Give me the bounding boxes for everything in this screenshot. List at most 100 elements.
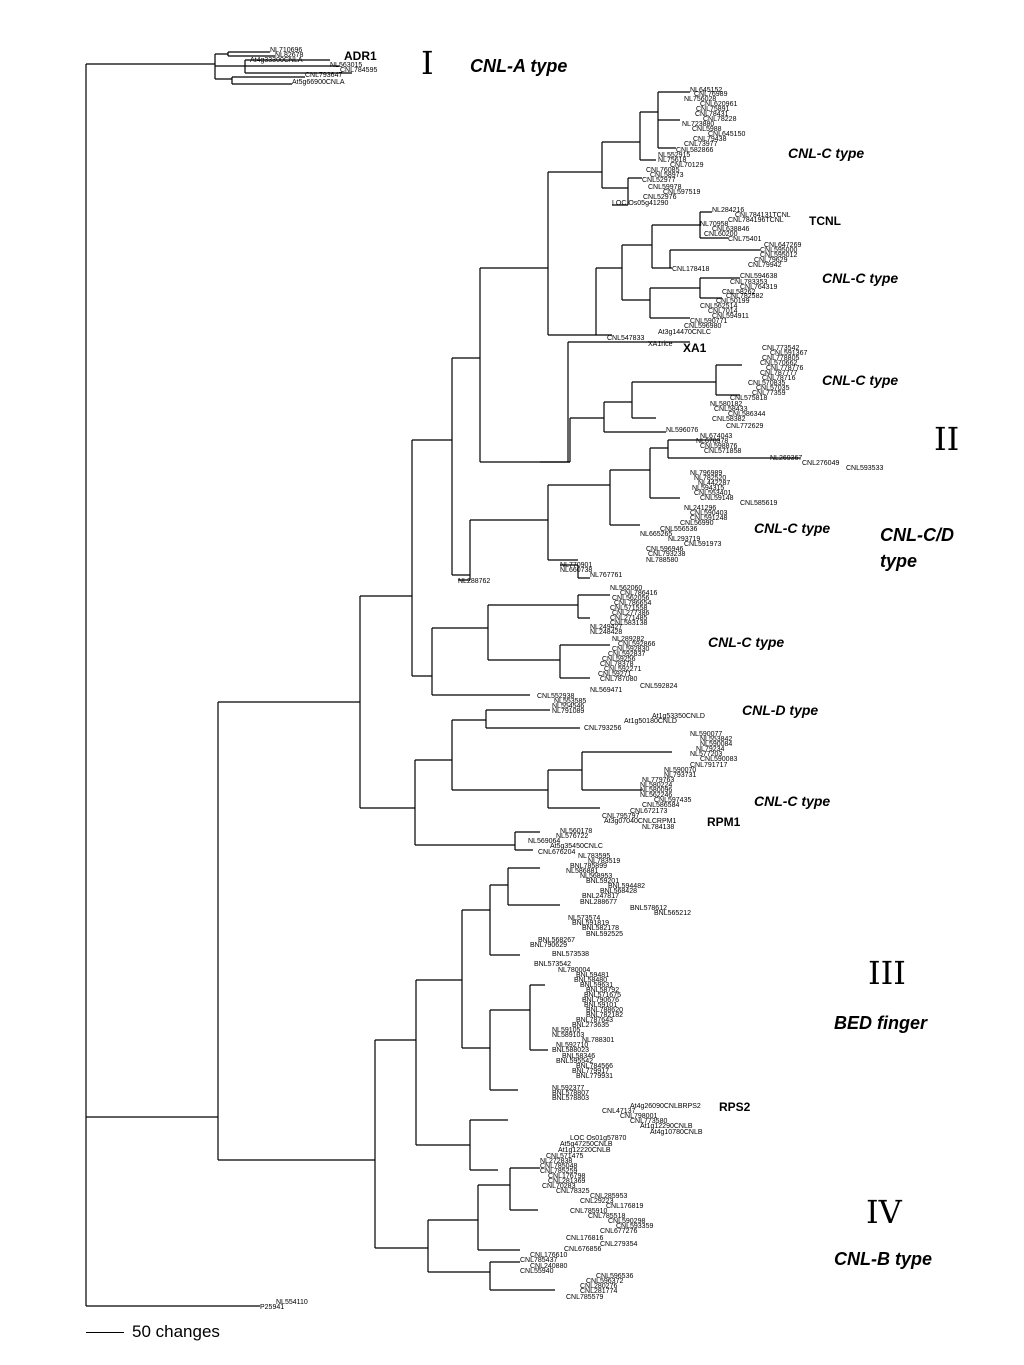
leaf-label: CNL7014 bbox=[708, 308, 738, 315]
leaf-label: NL780004 bbox=[558, 967, 590, 974]
leaf-label: CNL50199 bbox=[716, 298, 750, 305]
leaf-label: CNL73977 bbox=[684, 141, 718, 148]
leaf-label: CNL764319 bbox=[740, 284, 777, 291]
leaf-label: CNL59256 bbox=[602, 656, 636, 663]
leaf-label: CNL553401 bbox=[694, 490, 731, 497]
leaf-label: BNL790629 bbox=[530, 942, 567, 949]
leaf-label: BNL288677 bbox=[580, 899, 617, 906]
tree-branch bbox=[612, 177, 642, 206]
leaf-label: NL70958 bbox=[700, 221, 729, 228]
leaf-label: CNL597435 bbox=[654, 797, 691, 804]
leaf-label: NL269367 bbox=[770, 455, 802, 462]
tree-branch bbox=[489, 1009, 530, 1091]
leaf-label: CNL271485 bbox=[610, 615, 647, 622]
leaf-label: BNL59101 bbox=[584, 1002, 617, 1009]
leaf-label: CNL787777 bbox=[760, 370, 797, 377]
leaf-label: NL554546 bbox=[552, 703, 584, 710]
leaf-label: CNL556536 bbox=[660, 526, 697, 533]
leaf-label: BNL565212 bbox=[654, 910, 691, 917]
leaf-label: CNL571558 bbox=[610, 605, 647, 612]
leaf-label: BNL571675 bbox=[584, 992, 621, 999]
leaf-label: CNL571475 bbox=[546, 1153, 583, 1160]
leaf-label: BNL785899 bbox=[570, 863, 607, 870]
leaf-label: CNL590083 bbox=[700, 756, 737, 763]
leaf-label: NL580182 bbox=[710, 401, 742, 408]
leaf-label: BNL578612 bbox=[630, 905, 667, 912]
leaf-label: CNL583138 bbox=[610, 620, 647, 627]
leaf-label: CNL59978 bbox=[648, 184, 682, 191]
tree-branch bbox=[669, 249, 760, 269]
leaf-label: NL577203 bbox=[690, 751, 722, 758]
leaf-label: BNL594482 bbox=[608, 883, 645, 890]
leaf-label: NL241296 bbox=[684, 505, 716, 512]
tree-branch bbox=[699, 277, 740, 299]
tree-branch bbox=[451, 719, 548, 791]
leaf-label: BNL573538 bbox=[552, 951, 589, 958]
leaf-label: CNL592830 bbox=[612, 646, 649, 653]
leaf-label: CNL575818 bbox=[730, 395, 767, 402]
tree-branch bbox=[603, 401, 666, 433]
leaf-label: NL562246 bbox=[640, 792, 672, 799]
leaf-label: BNL595542 bbox=[556, 1058, 593, 1065]
leaf-label: BNL588023 bbox=[552, 1047, 589, 1054]
leaf-label: CNL593533 bbox=[846, 465, 883, 472]
leaf-label: CNL591367 bbox=[770, 350, 807, 357]
tree-branch bbox=[649, 447, 680, 499]
leaf-label: BNL779917 bbox=[572, 1068, 609, 1075]
leaf-label: CNL593359 bbox=[616, 1223, 653, 1230]
leaf-label: CNL795797 bbox=[602, 813, 639, 820]
leaf-label: NL589103 bbox=[552, 1032, 584, 1039]
leaf-label: CNL582866 bbox=[676, 147, 713, 154]
leaf-label: BNL568428 bbox=[600, 888, 637, 895]
group-numeral-3: III bbox=[868, 954, 906, 992]
leaf-label: CNL76989 bbox=[694, 91, 728, 98]
tree-branch bbox=[469, 1119, 508, 1171]
leaf-label: CNL784196TCNL bbox=[728, 217, 784, 224]
leaf-label: CNL677276 bbox=[600, 1228, 637, 1235]
tree-branch bbox=[601, 141, 640, 189]
leaf-label: CNL176610 bbox=[530, 1252, 567, 1259]
leaf-label: CNL785910 bbox=[570, 1208, 607, 1215]
leaf-label: BNL58346 bbox=[562, 1053, 595, 1060]
tree-branch bbox=[414, 759, 515, 846]
leaf-label: CNL76085 bbox=[646, 167, 680, 174]
leaf-label: CNL79438 bbox=[693, 136, 727, 143]
leaf-label: CNL793256 bbox=[584, 725, 621, 732]
scale-bar-line bbox=[86, 1332, 124, 1334]
leaf-label: CNL59148 bbox=[700, 495, 734, 502]
gene-label-rps2: RPS2 bbox=[719, 1100, 751, 1114]
leaf-label: CNL784595 bbox=[340, 67, 377, 74]
tree-branch bbox=[547, 769, 600, 809]
leaf-label: CNL585619 bbox=[740, 500, 777, 507]
leaf-label: CNL279354 bbox=[600, 1241, 637, 1248]
leaf-label: CNL77359 bbox=[752, 390, 786, 397]
leaf-label: NL289282 bbox=[612, 636, 644, 643]
leaf-label: At1g53350CNLD bbox=[652, 713, 705, 720]
leaf-label: NL568953 bbox=[580, 873, 612, 880]
subclade-label: CNL-C type bbox=[822, 372, 899, 388]
leaf-label: BNL58792 bbox=[586, 987, 619, 994]
leaf-label: CNL620961 bbox=[700, 101, 737, 108]
group-type-4: CNL-B type bbox=[834, 1249, 932, 1269]
tree-branch bbox=[514, 831, 540, 851]
leaf-label: CNL596372 bbox=[586, 1278, 623, 1285]
leaf-label: CNL29223 bbox=[580, 1198, 614, 1205]
leaf-labels: NL710696NL82678At4g33300CNLANL563015CNL7… bbox=[250, 47, 883, 1311]
leaf-label: CNL78431 bbox=[695, 111, 729, 118]
leaf-label: CNL79942 bbox=[748, 262, 782, 269]
leaf-label: CNL562056 bbox=[612, 595, 649, 602]
leaf-label: BNL578803 bbox=[552, 1095, 589, 1102]
leaf-label: CNL778776 bbox=[766, 365, 803, 372]
leaf-label: CNL285953 bbox=[590, 1193, 627, 1200]
leaf-label: BNL782182 bbox=[586, 1012, 623, 1019]
group-type-2: CNL-C/D type bbox=[880, 525, 954, 571]
leaf-label: BNL573542 bbox=[534, 961, 571, 968]
leaf-label: CNL647269 bbox=[764, 242, 801, 249]
leaf-label: BNL58480 bbox=[574, 977, 607, 984]
leaf-label: CNL47137 bbox=[602, 1108, 636, 1115]
leaf-label: XA1rice bbox=[648, 341, 673, 348]
group-numeral-1: I bbox=[421, 44, 434, 82]
leaf-label: NL592377 bbox=[552, 1085, 584, 1092]
leaf-label: NL554110 bbox=[276, 1299, 308, 1306]
